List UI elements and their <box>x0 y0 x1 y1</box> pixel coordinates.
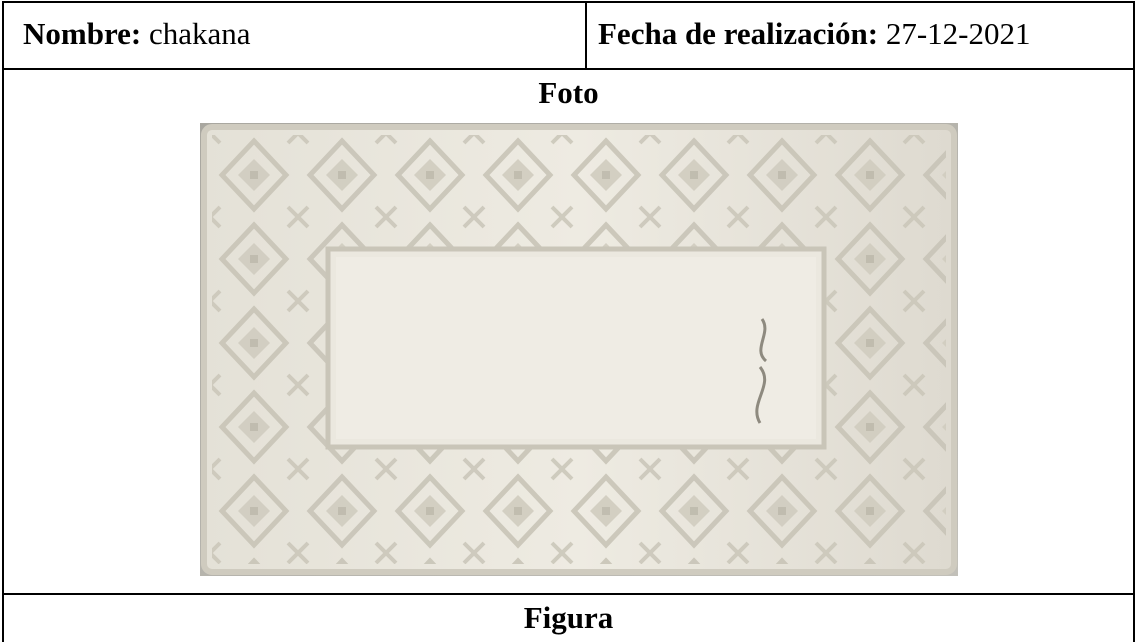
row-divider-figure <box>2 593 1135 595</box>
row-divider-header <box>2 68 1135 70</box>
photo-title: Foto <box>538 75 599 110</box>
name-cell: Nombre: chakana <box>23 15 251 53</box>
column-divider <box>585 1 587 69</box>
date-cell: Fecha de realización: 27-12-2021 <box>598 15 1030 53</box>
figure-title: Figura <box>523 600 614 635</box>
name-value: chakana <box>148 16 251 51</box>
name-label: Nombre: <box>23 16 142 51</box>
rug-photo <box>200 123 958 576</box>
date-value: 27-12-2021 <box>885 16 1031 51</box>
date-label: Fecha de realización: <box>598 16 879 51</box>
rug-image <box>200 123 958 576</box>
